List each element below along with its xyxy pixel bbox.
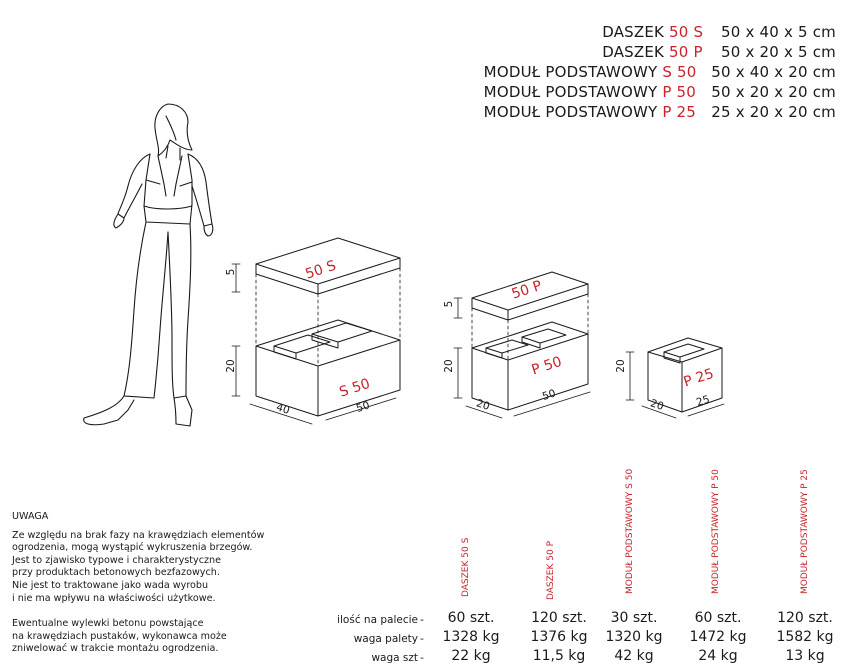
dim-text: 20 <box>225 359 237 372</box>
table-cell: 60 szt. <box>447 610 495 626</box>
block-50s <box>231 237 401 425</box>
dim-text: 20 <box>615 359 627 372</box>
spec-code: P 25 <box>662 103 697 121</box>
base-label-p50: P 50 <box>530 354 564 379</box>
dim-text: 5 <box>225 269 237 276</box>
table-cell: 24 kg <box>698 648 738 664</box>
table-cell: 30 szt. <box>610 610 658 626</box>
spec-dims: 50 x 20 x 5 cm <box>721 43 836 61</box>
table-cell: 120 szt. <box>531 610 587 626</box>
spec-code: S 50 <box>662 63 697 81</box>
cap-label-50p: 50 P <box>510 278 544 303</box>
column-header: MODUŁ PODSTAWOWY P 25 <box>800 469 810 594</box>
spec-dims: 50 x 40 x 20 cm <box>711 63 836 81</box>
column-header: DASZEK 50 P <box>546 541 556 600</box>
note-line: Ze względu na brak fazy na krawędziach e… <box>12 529 265 541</box>
spec-row: MODUŁ PODSTAWOWY S 50 50 x 40 x 20 cm <box>484 63 836 81</box>
block-p25 <box>625 337 725 419</box>
column-header: MODUŁ PODSTAWOWY P 50 <box>711 469 721 594</box>
spec-code: 50 P <box>669 43 703 61</box>
spec-name: DASZEK <box>602 23 665 41</box>
dim-text: 50 <box>355 399 371 415</box>
row-label: ilość na palecie <box>337 614 418 626</box>
table-cell: 42 kg <box>614 648 654 664</box>
spec-code: 50 S <box>669 23 704 41</box>
spec-name: DASZEK <box>602 43 665 61</box>
spec-dims: 25 x 20 x 20 cm <box>711 103 836 121</box>
dim-text: 5 <box>443 301 455 308</box>
note-line: i nie ma wpływu na właściwości użytkowe. <box>12 592 216 604</box>
note-line: na krawędziach pustaków, wykonawca może <box>12 630 227 642</box>
table-cell: 1328 kg <box>442 629 500 645</box>
base-label-s50: S 50 <box>337 376 372 401</box>
table-cell: 60 szt. <box>694 610 742 626</box>
table-cell: 1376 kg <box>530 629 588 645</box>
note-line: Ewentualne wylewki betonu powstające <box>12 618 204 630</box>
table-cell: 13 kg <box>785 648 825 664</box>
spec-row: MODUŁ PODSTAWOWY P 50 50 x 20 x 20 cm <box>484 83 836 101</box>
spec-name: MODUŁ PODSTAWOWY <box>483 63 658 81</box>
dim-text: 20 <box>443 359 455 372</box>
dim-text: 20 <box>475 397 491 413</box>
spec-dims: 50 x 20 x 20 cm <box>711 83 836 101</box>
dim-text: 40 <box>275 401 291 417</box>
dim-text: 25 <box>695 393 711 409</box>
column-header: DASZEK 50 S <box>461 537 471 597</box>
dim-text: 20 <box>649 397 665 413</box>
note-line: przy produktach betonowych bezfazowych. <box>12 567 220 579</box>
base-label-p25: P 25 <box>682 366 716 391</box>
table-cell: 22 kg <box>451 648 491 664</box>
dim-text: 50 <box>541 387 557 403</box>
row-dash: - <box>420 632 424 645</box>
note-line: zniwelować w trakcie montażu ogrodzenia. <box>12 643 219 655</box>
note-line: Jest to zjawisko typowe i charakterystyc… <box>12 554 221 566</box>
spec-row: DASZEK 50 P 50 x 20 x 5 cm <box>602 43 836 61</box>
spec-row: MODUŁ PODSTAWOWY P 25 25 x 20 x 20 cm <box>484 103 836 121</box>
spec-name: MODUŁ PODSTAWOWY <box>483 83 658 101</box>
note-block: UWAGA Ze względu na brak fazy na krawędz… <box>12 511 312 656</box>
block-50p <box>453 271 591 419</box>
row-dash: - <box>420 613 424 626</box>
table-cell: 11,5 kg <box>532 648 586 664</box>
row-label: waga szt <box>371 652 418 664</box>
note-heading: UWAGA <box>12 511 49 522</box>
spec-code: P 50 <box>662 83 697 101</box>
spec-dims: 50 x 40 x 5 cm <box>721 23 836 41</box>
note-line: ogrodzenia, mogą wystąpić wykruszenia br… <box>12 542 253 554</box>
note-line: Nie jest to traktowane jako wada wyrobu <box>12 579 209 591</box>
table-cell: 1582 kg <box>776 629 834 645</box>
spec-name: MODUŁ PODSTAWOWY <box>483 103 658 121</box>
table-cell: 1320 kg <box>605 629 663 645</box>
row-dash: - <box>420 651 424 664</box>
column-header: MODUŁ PODSTAWOWY S 50 <box>625 468 635 594</box>
row-label: waga palety <box>353 633 418 645</box>
table-cell: 1472 kg <box>689 629 747 645</box>
spec-row: DASZEK 50 S 50 x 40 x 5 cm <box>602 23 836 41</box>
person-figure-icon <box>83 103 214 427</box>
table-cell: 120 szt. <box>777 610 833 626</box>
